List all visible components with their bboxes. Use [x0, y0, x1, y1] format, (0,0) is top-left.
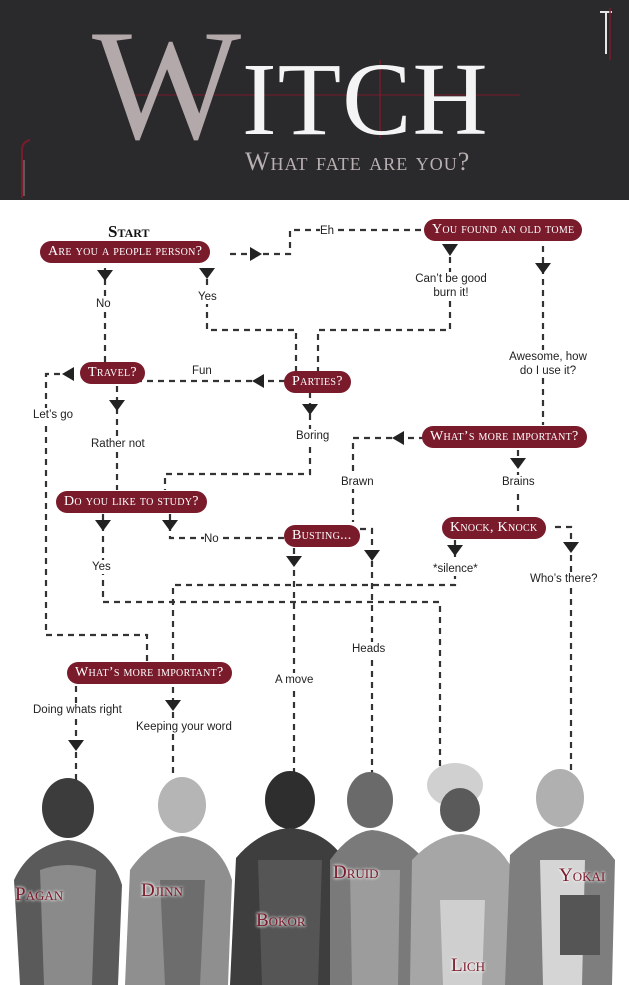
edge-lets-go: Let’s go	[33, 408, 74, 422]
edge-brains: Brains	[502, 475, 535, 489]
node-people-person[interactable]: Are you a people person?	[40, 241, 211, 263]
djinn-figure	[125, 777, 232, 985]
edge-yes-study: Yes	[92, 560, 111, 574]
title-rest: ITCH	[242, 42, 489, 157]
node-parties[interactable]: Parties?	[284, 371, 351, 393]
edge-cant-be-good-line1: Can’t be good	[415, 273, 487, 285]
druid-figure	[330, 772, 425, 985]
edge-silence: *silence*	[433, 562, 478, 576]
edge-boring: Boring	[296, 429, 330, 443]
edge-heads: Heads	[352, 642, 386, 656]
pagan-figure	[14, 778, 122, 985]
edge-no: No	[96, 297, 111, 311]
edge-eh: Eh	[320, 224, 335, 238]
edge-awesome-line2: do I use it?	[519, 365, 577, 377]
main-title: W ITCH	[92, 6, 488, 166]
lich-figure	[410, 763, 510, 985]
subtitle: What fate are you?	[245, 147, 471, 176]
node-busting[interactable]: Busting...	[284, 525, 360, 547]
node-old-tome[interactable]: You found an old tome	[424, 219, 583, 241]
edge-brawn: Brawn	[341, 475, 374, 489]
node-more-important-2[interactable]: What’s more important?	[67, 662, 232, 684]
edge-doing-right: Doing whats right	[33, 703, 122, 717]
edge-cant-be-good: Can’t be good burn it!	[412, 272, 490, 300]
char-name-yokai: Yokai	[559, 865, 606, 886]
char-name-lich: Lich	[451, 955, 485, 976]
node-travel[interactable]: Travel?	[80, 362, 145, 384]
edge-awesome-line1: Awesome, how	[509, 351, 587, 363]
char-name-pagan: Pagan	[15, 884, 64, 905]
edge-no-study: No	[204, 532, 219, 546]
node-more-important-1[interactable]: What’s more important?	[422, 426, 587, 448]
node-like-to-study[interactable]: Do you like to study?	[56, 491, 207, 513]
banner-frame	[21, 8, 612, 198]
char-name-bokor: Bokor	[256, 910, 306, 931]
start-label: Start	[108, 222, 150, 241]
edge-a-move: A move	[275, 673, 314, 687]
bokor-figure	[230, 771, 345, 985]
char-name-druid: Druid	[333, 862, 379, 883]
char-name-djinn: Djinn	[141, 880, 183, 901]
yokai-figure	[505, 769, 615, 985]
edge-yes: Yes	[198, 290, 217, 304]
edge-awesome: Awesome, how do I use it?	[503, 350, 593, 378]
edge-whos-there: Who’s there?	[530, 572, 598, 586]
title-initial: W	[92, 0, 242, 173]
edge-fun: Fun	[192, 364, 212, 378]
edge-keeping-word: Keeping your word	[136, 720, 232, 734]
edge-cant-be-good-line2: burn it!	[433, 287, 469, 299]
edge-rather-not: Rather not	[91, 437, 145, 451]
title-banner: W ITCH What fate are you?	[0, 0, 629, 200]
node-knock-knock[interactable]: Knock, Knock	[442, 517, 546, 539]
